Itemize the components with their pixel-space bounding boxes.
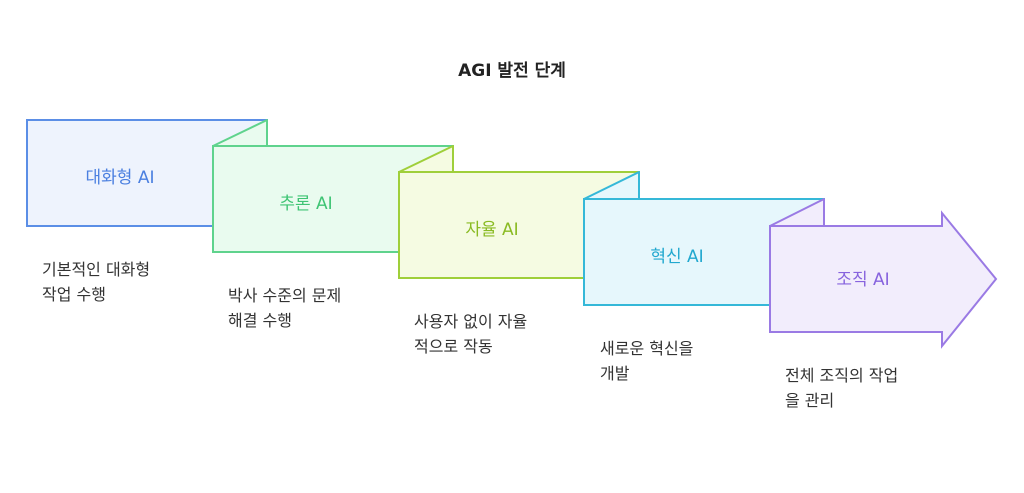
stage-2-label: 추론 AI xyxy=(279,194,332,214)
stage-5-description: 전체 조직의 작업 을 관리 xyxy=(785,366,899,410)
stage-4-description: 새로운 혁신을 개발 xyxy=(600,339,694,383)
stage-5-arrow xyxy=(769,210,998,349)
diagram-title: AGI 발전 단계 xyxy=(458,61,566,81)
stage-1-label: 대화형 AI xyxy=(86,168,155,188)
stage-3-label: 자율 AI xyxy=(465,220,518,240)
stage-4-label: 혁신 AI xyxy=(650,247,703,267)
stage-5: 조직 AI xyxy=(769,198,998,349)
stage-3-description: 사용자 없이 자율 적으로 작동 xyxy=(414,312,528,356)
stage-5-label: 조직 AI xyxy=(836,270,889,290)
stage-1-description: 기본적인 대화형 작업 수행 xyxy=(42,260,151,304)
stage-2-description: 박사 수준의 문제 해결 수행 xyxy=(228,286,342,330)
